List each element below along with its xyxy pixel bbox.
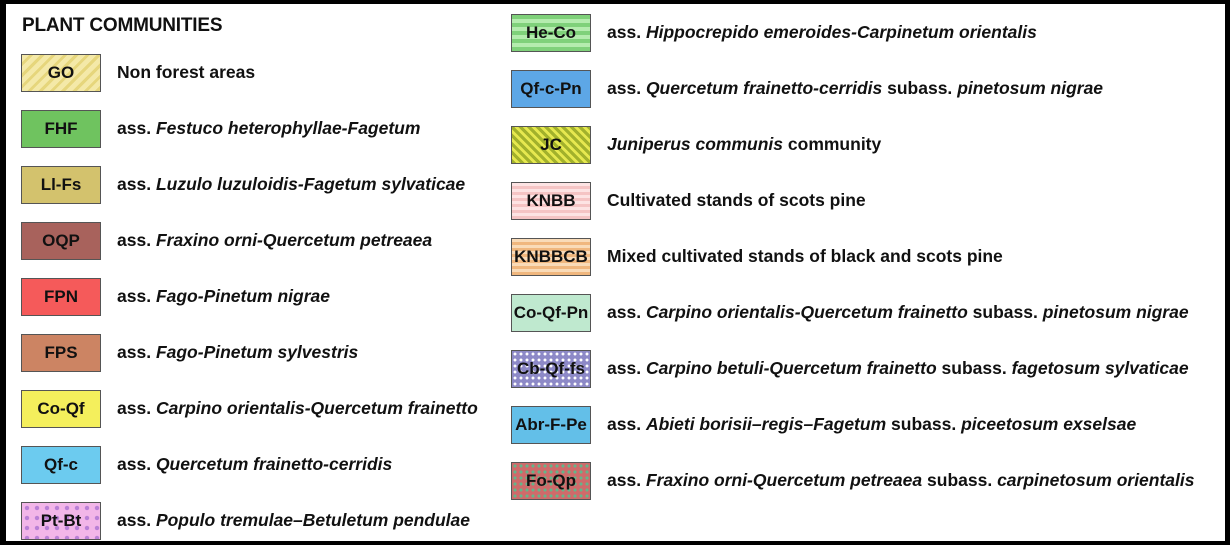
swatch-go: GO bbox=[21, 54, 101, 92]
swatch-cb-qf-fs: Cb-Qf-fs bbox=[511, 350, 591, 388]
legend-label: ass. Hippocrepido emeroides-Carpinetum o… bbox=[607, 22, 1037, 42]
swatch-fhf: FHF bbox=[21, 110, 101, 148]
swatch-knbbcb: KNBBCB bbox=[511, 238, 591, 276]
legend-label: ass. Fago-Pinetum nigrae bbox=[117, 286, 330, 306]
swatch-co-qf: Co-Qf bbox=[21, 390, 101, 428]
swatch-he-co: He-Co bbox=[511, 14, 591, 52]
swatch-oqp: OQP bbox=[21, 222, 101, 260]
swatch-fpn: FPN bbox=[21, 278, 101, 316]
legend-label: ass. Carpino orientalis-Quercetum fraine… bbox=[117, 398, 478, 418]
legend-label: ass. Fago-Pinetum sylvestris bbox=[117, 342, 359, 362]
swatch-jc: JC bbox=[511, 126, 591, 164]
legend-label: Cultivated stands of scots pine bbox=[607, 190, 866, 210]
legend-label: Juniperus communis community bbox=[607, 134, 882, 154]
legend-label: ass. Quercetum frainetto-cerridis bbox=[117, 454, 393, 474]
legend-label: ass. Quercetum frainetto-cerridis subass… bbox=[607, 78, 1104, 98]
swatch-ll-fs: Ll-Fs bbox=[21, 166, 101, 204]
swatch-co-qf-pn: Co-Qf-Pn bbox=[511, 294, 591, 332]
swatch-pt-bt: Pt-Bt bbox=[21, 502, 101, 540]
swatch-abr-f-pe: Abr-F-Pe bbox=[511, 406, 591, 444]
legend-title: PLANT COMMUNITIES bbox=[22, 15, 223, 36]
swatch-knbb: KNBB bbox=[511, 182, 591, 220]
swatch-qf-c-pn: Qf-c-Pn bbox=[511, 70, 591, 108]
legend-panel: PLANT COMMUNITIES GO Non forest areas FH… bbox=[6, 4, 1225, 541]
legend-label: ass. Fraxino orni-Quercetum petreaea sub… bbox=[607, 470, 1195, 490]
swatch-fo-qp: Fo-Qp bbox=[511, 462, 591, 500]
legend-label: Mixed cultivated stands of black and sco… bbox=[607, 246, 1003, 266]
legend-label: ass. Fraxino orni-Quercetum petreaea bbox=[117, 230, 433, 250]
swatch-qf-c: Qf-c bbox=[21, 446, 101, 484]
legend-label: ass. Festuco heterophyllae-Fagetum bbox=[117, 118, 421, 138]
legend-label: ass. Carpino betuli-Quercetum frainetto … bbox=[607, 358, 1189, 378]
legend-label: ass. Luzulo luzuloidis-Fagetum sylvatica… bbox=[117, 174, 466, 194]
legend-label: Non forest areas bbox=[117, 62, 256, 82]
legend-label: ass. Abieti borisii–regis–Fagetum subass… bbox=[607, 414, 1137, 434]
legend-label: ass. Populo tremulae–Betuletum pendulae bbox=[117, 510, 471, 530]
swatch-fps: FPS bbox=[21, 334, 101, 372]
legend-label: ass. Carpino orientalis-Quercetum fraine… bbox=[607, 302, 1189, 322]
